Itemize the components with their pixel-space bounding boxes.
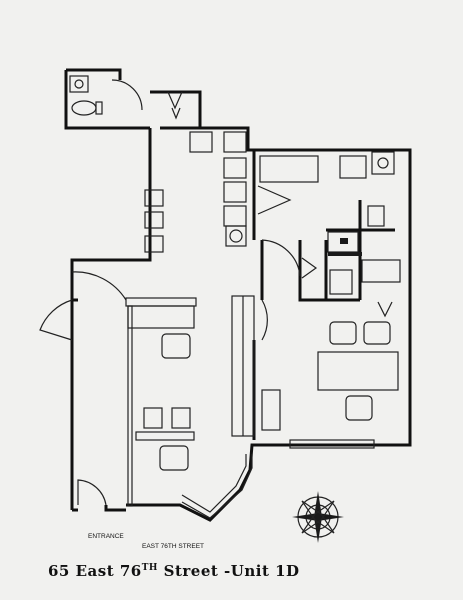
exterior-walls <box>64 68 412 522</box>
front-room <box>39 271 253 519</box>
title-part-1: 65 East 76 <box>48 562 142 580</box>
bathroom-fixtures <box>69 75 183 120</box>
title-superscript: TH <box>141 563 158 573</box>
street-label: EAST 76TH STREET <box>142 543 204 550</box>
floor-plan: ENTRANCE EAST 76TH STREET <box>39 68 412 550</box>
plan-title: 65 East 76TH Street -Unit 1D <box>48 562 300 580</box>
living-room <box>231 295 399 449</box>
title-part-2: Street -Unit 1D <box>157 562 300 580</box>
upper-room <box>257 151 395 277</box>
kitchen <box>301 205 401 295</box>
compass-rose <box>292 491 344 543</box>
entrance-label: ENTRANCE <box>88 533 124 540</box>
corridor-chairs <box>144 131 247 253</box>
